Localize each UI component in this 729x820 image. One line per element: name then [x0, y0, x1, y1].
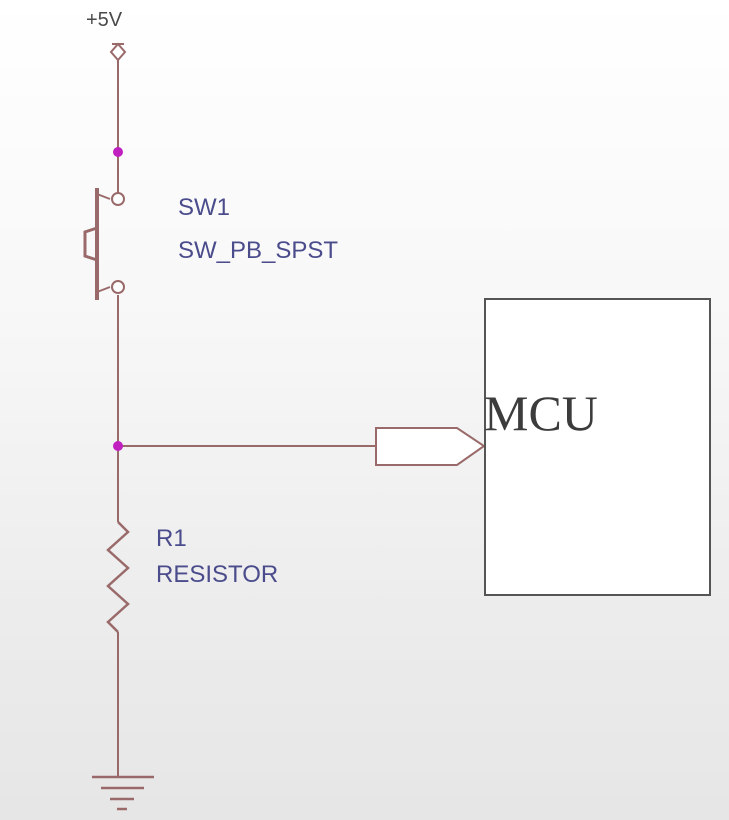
- junction-dot-node: [113, 441, 123, 451]
- resistor-value-label: RESISTOR: [156, 561, 279, 588]
- ground-symbol: [92, 775, 154, 811]
- switch-value-label: SW_PB_SPST: [178, 237, 339, 264]
- pushbutton-switch-symbol: [83, 188, 125, 300]
- wires: [117, 60, 376, 776]
- junction-dot-vcc: [113, 147, 123, 157]
- resistor-ref-label: R1: [156, 525, 187, 552]
- mcu-label: MCU: [484, 385, 598, 441]
- junctions: [113, 147, 123, 451]
- power-port-symbol: [109, 42, 127, 62]
- power-net-label: +5V: [86, 9, 123, 31]
- mcu-block: [484, 298, 711, 596]
- resistor-symbol: [106, 521, 130, 633]
- switch-ref-label: SW1: [178, 194, 231, 221]
- input-port-symbol: [375, 427, 486, 466]
